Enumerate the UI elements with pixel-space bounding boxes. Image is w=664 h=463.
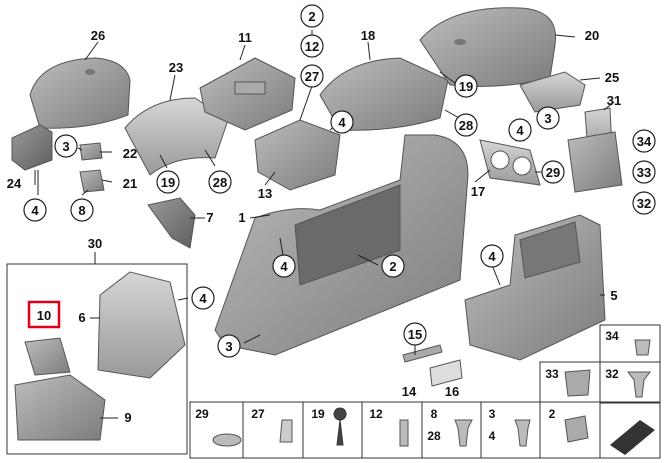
- hw-label-3: 3: [489, 407, 496, 421]
- circle-label-3-right: 3: [544, 111, 551, 126]
- frame-11-shape: [199, 57, 296, 131]
- circle-label-4-right: 4: [516, 123, 524, 138]
- label-23: 23: [169, 60, 183, 75]
- hardware-table: [189, 324, 661, 459]
- label-9: 9: [124, 410, 131, 425]
- label-20: 20: [585, 28, 599, 43]
- circled-callouts: [23, 4, 656, 358]
- label-13: 13: [258, 186, 272, 201]
- circle-label-28-left: 28: [213, 175, 227, 190]
- bracket-25-shape: [519, 71, 586, 113]
- circle-label-12-top: 12: [305, 39, 319, 54]
- hw-label-34: 34: [605, 329, 619, 343]
- highlight-box-10: [27, 300, 61, 329]
- label-5: 5: [610, 288, 617, 303]
- circle-label-4-storage: 4: [488, 249, 496, 264]
- label-24: 24: [7, 176, 22, 191]
- circle-label-34: 34: [637, 134, 652, 149]
- circle-label-8: 8: [78, 203, 85, 218]
- label-22: 22: [123, 146, 137, 161]
- strip-16-shape: [429, 359, 463, 387]
- kit-box-30: [6, 263, 188, 455]
- circle-label-3-left: 3: [62, 139, 69, 154]
- clip-22-shape: [79, 142, 103, 161]
- strip-14-shape: [402, 344, 443, 363]
- circle-label-4-mid: 4: [338, 115, 346, 130]
- frame-13-shape: [254, 119, 341, 191]
- storage-5-shape: [464, 214, 606, 361]
- insert-10-shape: [24, 337, 71, 376]
- label-1: 1: [238, 210, 245, 225]
- top-cover-20-shape: [419, 7, 557, 87]
- hw-label-12: 12: [369, 407, 383, 421]
- label-30: 30: [88, 236, 102, 251]
- label-31: 31: [607, 93, 621, 108]
- module-33-shape: [567, 131, 623, 193]
- circle-label-19-left: 19: [161, 175, 175, 190]
- armrest-cover-26-shape: [29, 57, 131, 129]
- hw-label-4: 4: [489, 429, 496, 443]
- label-26: 26: [91, 28, 105, 43]
- circle-label-2-console: 2: [389, 259, 396, 274]
- circle-label-19-right: 19: [459, 79, 473, 94]
- circle-label-2-top: 2: [308, 9, 315, 24]
- circle-label-4-console: 4: [280, 259, 288, 274]
- hw-label-19: 19: [311, 407, 325, 421]
- circle-label-27: 27: [305, 69, 319, 84]
- base-9-shape: [14, 374, 106, 441]
- label-10: 10: [37, 308, 51, 323]
- cover-18-shape: [319, 57, 449, 131]
- label-7: 7: [206, 210, 213, 225]
- circle-label-3-console: 3: [225, 339, 232, 354]
- holder-6-shape: [97, 271, 186, 379]
- bracket-24-shape: [11, 124, 53, 171]
- bezel-17-shape: [479, 139, 541, 186]
- hw-label-2: 2: [549, 407, 556, 421]
- circle-label-15: 15: [408, 327, 422, 342]
- center-console-1-shape: [214, 134, 469, 356]
- trim-7-shape: [147, 197, 196, 249]
- label-11: 11: [238, 30, 252, 45]
- circle-label-4-kit: 4: [199, 291, 207, 306]
- circle-label-28-right: 28: [459, 118, 473, 133]
- hw-label-27: 27: [251, 407, 265, 421]
- hw-label-8: 8: [431, 407, 438, 421]
- hw-label-33: 33: [545, 367, 559, 381]
- hw-label-28: 28: [427, 429, 441, 443]
- label-18: 18: [361, 28, 375, 43]
- label-25: 25: [605, 70, 619, 85]
- label-17: 17: [471, 184, 485, 199]
- hw-label-29: 29: [195, 407, 209, 421]
- circle-label-33: 33: [637, 165, 651, 180]
- label-14: 14: [402, 384, 417, 399]
- label-21: 21: [123, 176, 137, 191]
- damper-21-shape: [79, 169, 105, 193]
- label-16: 16: [445, 384, 459, 399]
- label-6: 6: [78, 310, 85, 325]
- circle-label-4-left: 4: [31, 203, 39, 218]
- hw-label-32: 32: [605, 367, 619, 381]
- circle-label-29: 29: [546, 165, 560, 180]
- circle-label-32: 32: [637, 196, 651, 211]
